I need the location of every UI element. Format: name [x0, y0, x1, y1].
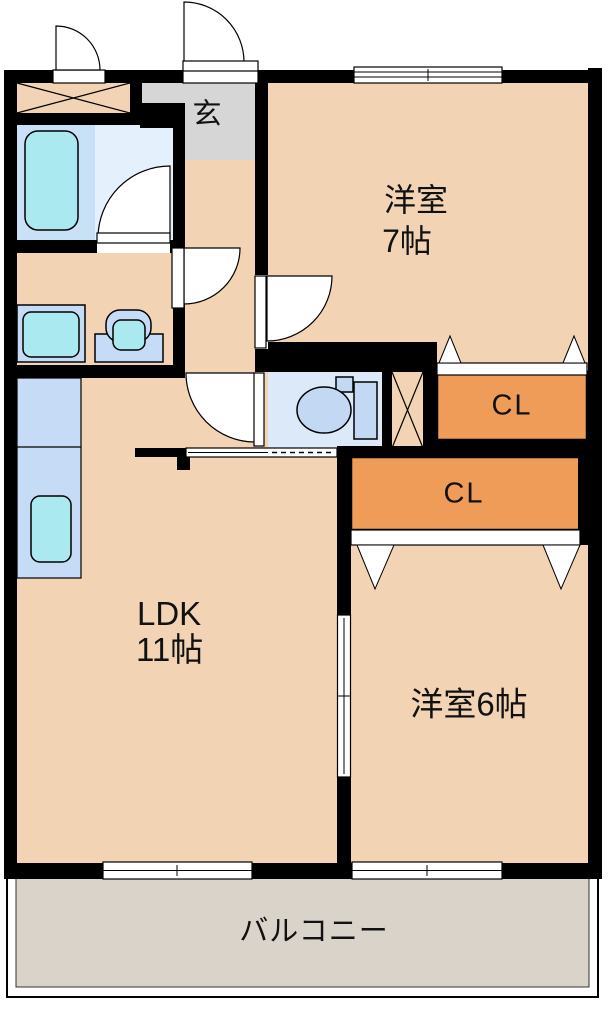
western6-label: 洋室6帖: [410, 685, 528, 723]
entrance-door: [182, 1, 259, 84]
door-swing-arc: [183, 1, 245, 63]
closet-1-doors: [436, 334, 588, 376]
door-swing-arc: [183, 247, 241, 305]
kitchen-counter: [16, 377, 82, 579]
window-ldk: [102, 861, 253, 880]
western6-sliding-door: [336, 614, 352, 778]
door-swing-arc: [266, 275, 333, 342]
ldk-label-line2: 11帖: [136, 631, 204, 668]
bathroom-door: [96, 165, 171, 253]
toilet-door: [185, 372, 265, 447]
entry-label: 玄: [192, 98, 222, 131]
closet-2-doors: [350, 529, 581, 591]
washroom-door: [171, 247, 241, 309]
balcony-area: [6, 873, 599, 998]
western7-door: [254, 275, 333, 349]
western7-label-line1: 洋室: [383, 182, 449, 218]
balcony-label: バルコニー: [239, 915, 389, 948]
western7-label-line2: 7帖: [382, 223, 432, 259]
closet-1-label: CL: [491, 389, 533, 422]
ldk-sliding-door: [185, 447, 338, 458]
door-swing-arc: [97, 165, 171, 239]
washbasin-icon: [94, 309, 164, 363]
window-top: [353, 66, 503, 84]
ldk-label-line1: LDK: [137, 595, 202, 632]
closet-2-label: CL: [443, 477, 485, 510]
storage-door: [52, 25, 106, 84]
washroom: [16, 304, 164, 363]
door-swing-arc: [185, 372, 256, 443]
door-swing-arc: [55, 25, 101, 71]
window-western6: [351, 861, 503, 880]
pipe-space: [391, 371, 424, 449]
toilet-room: [268, 372, 382, 448]
entry-area: [142, 83, 255, 160]
bathtub-icon: [24, 130, 79, 231]
kitchen-sink-icon: [30, 495, 72, 563]
meter-box: [16, 82, 131, 114]
toilet-icon: [296, 376, 378, 440]
